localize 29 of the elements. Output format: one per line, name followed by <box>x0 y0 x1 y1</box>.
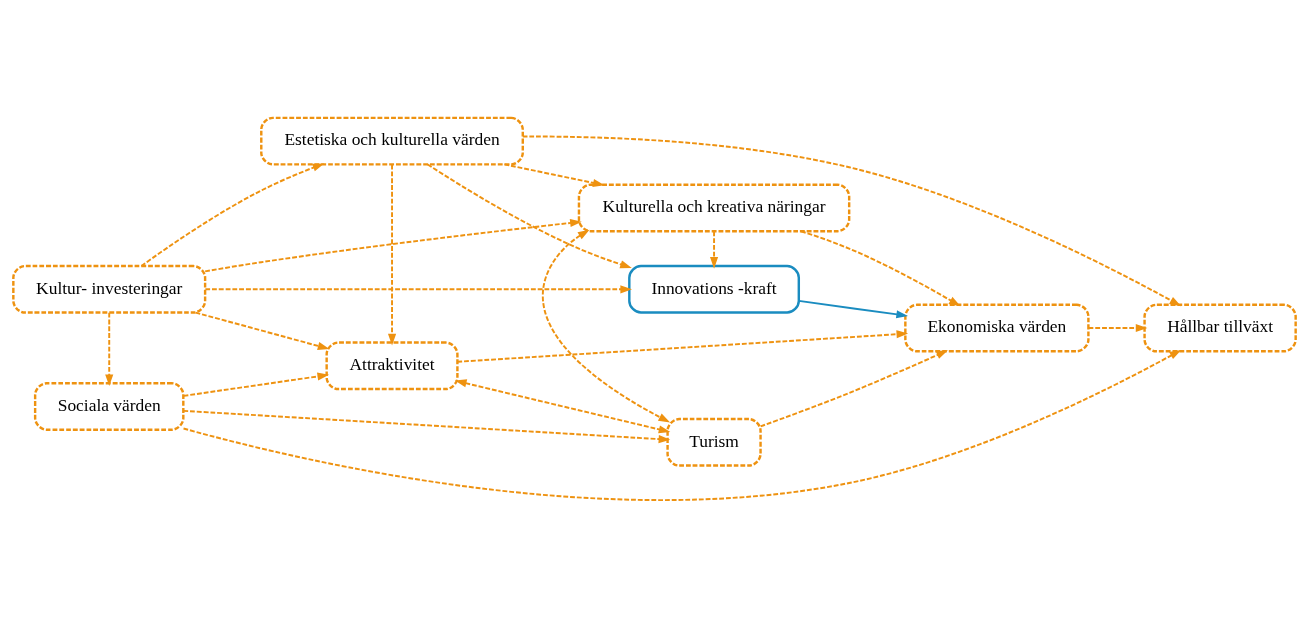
arrow <box>521 135 1182 307</box>
arrow <box>204 285 633 294</box>
arrow <box>541 229 671 423</box>
arrow <box>140 163 325 267</box>
node-box: Attraktivitet <box>325 341 459 391</box>
arrow <box>182 409 671 444</box>
arrow <box>1087 323 1148 333</box>
arrow <box>204 218 582 273</box>
node-box: Sociala värden <box>33 382 185 431</box>
arrow <box>194 311 330 350</box>
node-box: Hållbar tillväxt <box>1143 303 1297 353</box>
arrow <box>800 230 961 307</box>
arrow <box>456 330 909 363</box>
arrow <box>503 163 605 187</box>
arrow <box>454 379 671 434</box>
arrow <box>710 230 719 269</box>
node-box: Kultur- investeringar <box>12 264 207 314</box>
arrow <box>426 163 632 269</box>
arrow <box>797 299 908 319</box>
arrow <box>387 163 397 346</box>
node-box: Ekonomiska värden <box>904 303 1090 353</box>
arrow <box>105 311 114 387</box>
arrow <box>759 350 948 428</box>
arrow <box>182 349 1182 502</box>
node-box: Kulturella och kreativa näringar <box>577 183 851 233</box>
node-box: Estetiska och kulturella värden <box>260 116 524 166</box>
node-box: Innovations -kraft <box>628 264 800 314</box>
arrow <box>182 372 330 397</box>
node-box: Turism <box>666 417 762 467</box>
